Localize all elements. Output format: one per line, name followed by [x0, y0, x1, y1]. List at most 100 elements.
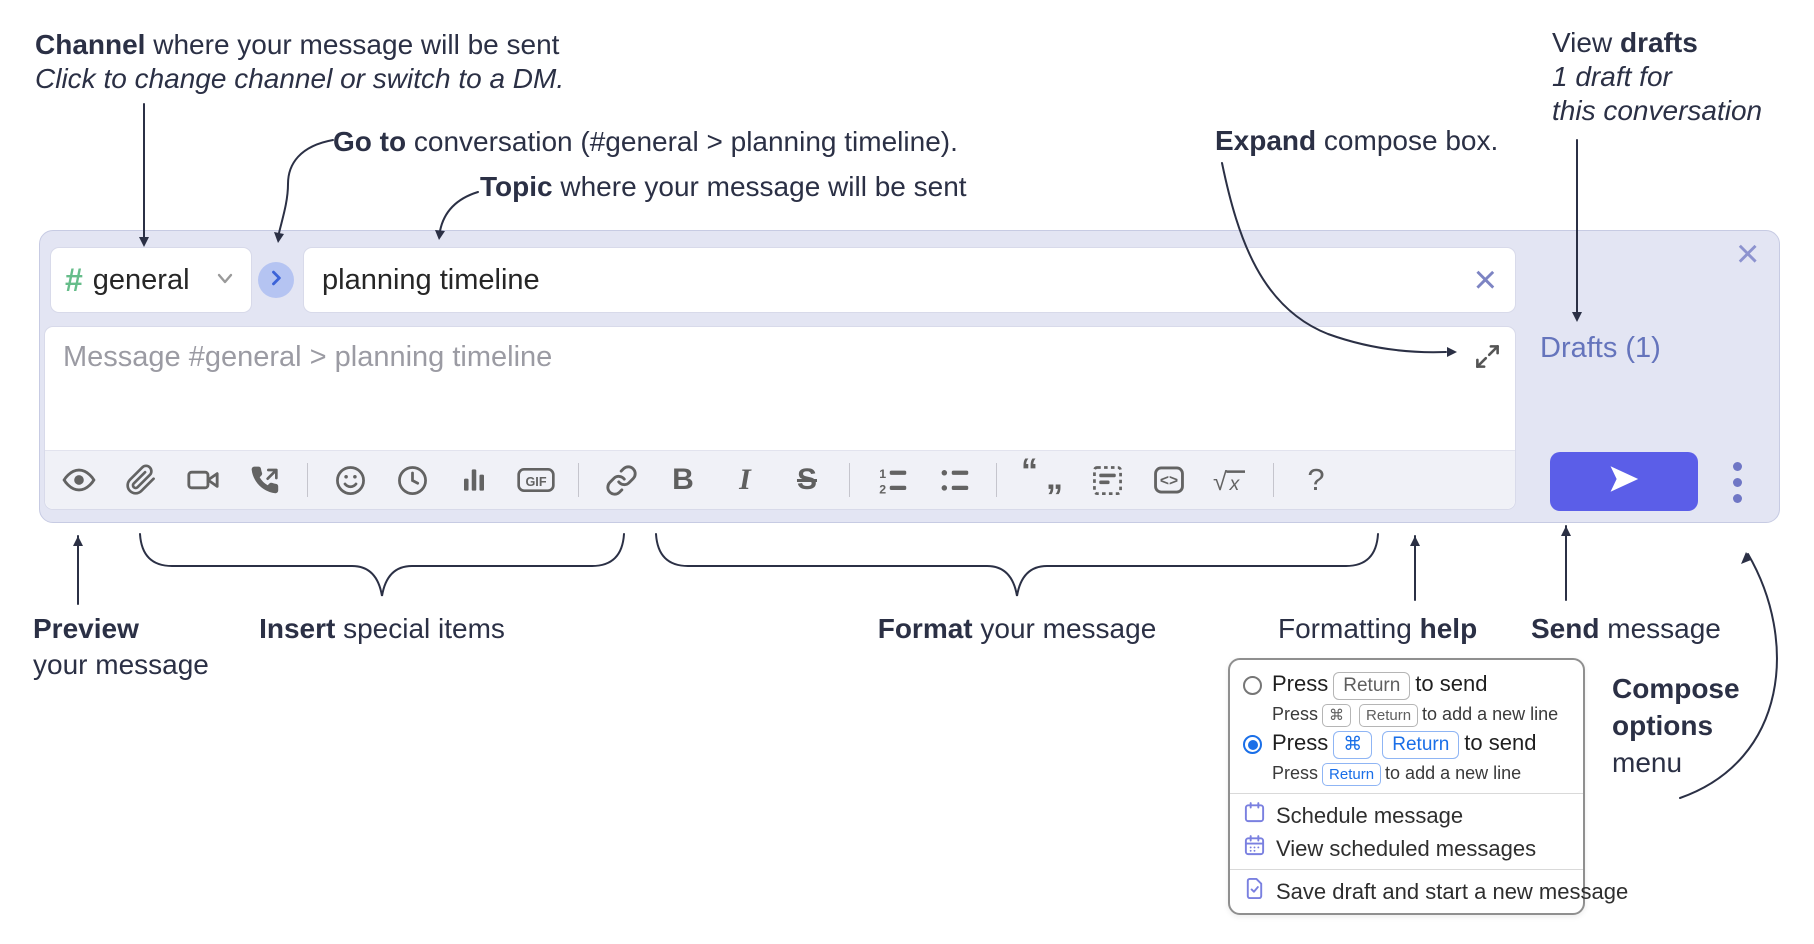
expand-annotation: Expand compose box.: [1215, 124, 1498, 158]
return-keycap: Return: [1322, 763, 1382, 786]
compose-options-label: Compose options menu: [1612, 673, 1740, 778]
formatting-help-label: Formatting help: [1278, 613, 1478, 644]
ellipsis-dot: [1732, 477, 1742, 487]
quote-icon[interactable]: “ ”: [1021, 452, 1063, 516]
topic-input[interactable]: planning timeline ×: [303, 247, 1516, 313]
goto-annotation-rest: conversation (#general > planning timeli…: [406, 126, 958, 157]
save-draft-icon: [1243, 877, 1266, 906]
poll-icon[interactable]: [454, 460, 494, 500]
topic-clear-icon[interactable]: ×: [1473, 258, 1497, 302]
help-icon[interactable]: ?: [1307, 462, 1325, 497]
close-compose-icon[interactable]: ×: [1736, 232, 1760, 276]
channel-annotation-sub: Click to change channel or switch to a D…: [35, 63, 565, 94]
radio-cmd-return-to-send[interactable]: [1243, 735, 1262, 754]
topic-value: planning timeline: [322, 263, 540, 296]
preview-icon[interactable]: [59, 460, 99, 500]
goto-annotation: Go to conversation (#general > planning …: [333, 125, 958, 159]
bold-icon[interactable]: B: [672, 463, 694, 496]
svg-text:x: x: [1229, 473, 1241, 494]
message-placeholder: Message #general > planning timeline: [63, 341, 553, 373]
calendar-grid-icon: [1243, 834, 1266, 863]
save-draft-item[interactable]: Save draft and start a new message: [1243, 877, 1628, 906]
return-keycap: Return: [1382, 731, 1460, 759]
return-keycap: Return: [1359, 704, 1419, 727]
radio-return-to-send[interactable]: [1243, 676, 1262, 695]
goto-annotation-bold: Go to: [333, 126, 407, 157]
format-brace: [655, 533, 1379, 597]
preview-label-line2: your message: [33, 649, 209, 680]
spoiler-icon[interactable]: [1087, 460, 1127, 500]
calendar-icon: [1243, 801, 1266, 830]
strikethrough-icon[interactable]: S: [796, 463, 817, 496]
topic-annotation-rest: where your message will be sent: [552, 171, 967, 202]
topic-annotation: Topic where your message will be sent: [480, 170, 967, 204]
arrowhead: [1741, 552, 1751, 564]
goto-connector: [278, 139, 334, 234]
insert-label: Insert special items: [259, 613, 505, 644]
view-drafts-pre: View: [1552, 27, 1620, 58]
view-drafts-bold: drafts: [1619, 27, 1698, 58]
go-to-conversation-button[interactable]: [258, 262, 294, 298]
expand-compose-icon[interactable]: [1474, 343, 1501, 375]
channel-annotation-bold: Channel: [35, 29, 146, 60]
emoji-icon[interactable]: [330, 460, 370, 500]
compose-options-button[interactable]: [1717, 454, 1757, 510]
channel-annotation: Channel where your message will be sent: [35, 28, 559, 62]
code-icon[interactable]: <>: [1149, 460, 1189, 500]
italic-icon[interactable]: I: [739, 463, 751, 496]
insert-brace: [139, 533, 625, 597]
menu-divider: [1230, 793, 1583, 794]
link-icon[interactable]: [601, 460, 641, 500]
attach-file-icon[interactable]: [121, 460, 161, 500]
time-icon[interactable]: [392, 460, 432, 500]
cmd-keycap: ⌘: [1333, 731, 1373, 759]
view-drafts-line2: 1 draft for: [1552, 61, 1672, 92]
menu-item-label: Schedule message: [1276, 802, 1464, 828]
arrowhead: [1410, 536, 1420, 546]
arrowhead: [1561, 526, 1571, 536]
video-call-icon[interactable]: [183, 460, 223, 500]
toolbar-divider: [578, 463, 579, 497]
voice-call-icon[interactable]: [245, 460, 285, 500]
send-label: Send message: [1531, 613, 1721, 644]
preview-label: Preview: [33, 613, 139, 644]
send-button[interactable]: [1550, 452, 1698, 511]
topic-annotation-bold: Topic: [480, 171, 553, 202]
schedule-message-item[interactable]: Schedule message: [1243, 801, 1463, 830]
channel-annotation-rest: where your message will be sent: [145, 29, 560, 60]
message-input[interactable]: Message #general > planning timeline: [44, 326, 1516, 516]
channel-name: general: [92, 263, 190, 296]
svg-text:GIF: GIF: [525, 475, 546, 489]
send-icon: [1607, 462, 1641, 501]
toolbar-divider: [1273, 463, 1274, 497]
toolbar-divider: [849, 463, 850, 497]
toolbar-divider: [996, 463, 997, 497]
bulleted-list-icon[interactable]: [934, 460, 974, 500]
drafts-link[interactable]: Drafts (1): [1540, 332, 1661, 364]
toolbar-divider: [307, 463, 308, 497]
view-scheduled-messages-item[interactable]: View scheduled messages: [1243, 834, 1536, 863]
menu-item-label: Save draft and start a new message: [1276, 878, 1629, 904]
gif-icon[interactable]: GIF: [516, 460, 556, 500]
arrowhead: [73, 536, 83, 546]
cmd-keycap: ⌘: [1322, 704, 1352, 727]
ellipsis-dot: [1732, 493, 1742, 503]
chevron-down-icon: [213, 266, 237, 295]
channel-hash-icon: #: [65, 262, 83, 298]
svg-text:2: 2: [879, 482, 886, 496]
topic-connector: [439, 191, 479, 232]
svg-text:√: √: [1213, 467, 1227, 495]
ellipsis-dot: [1732, 461, 1742, 471]
view-drafts-line3: this conversation: [1552, 95, 1763, 126]
chevron-right-icon: [266, 268, 286, 293]
channel-selector[interactable]: # general: [50, 247, 252, 313]
math-icon[interactable]: √x: [1211, 460, 1251, 500]
